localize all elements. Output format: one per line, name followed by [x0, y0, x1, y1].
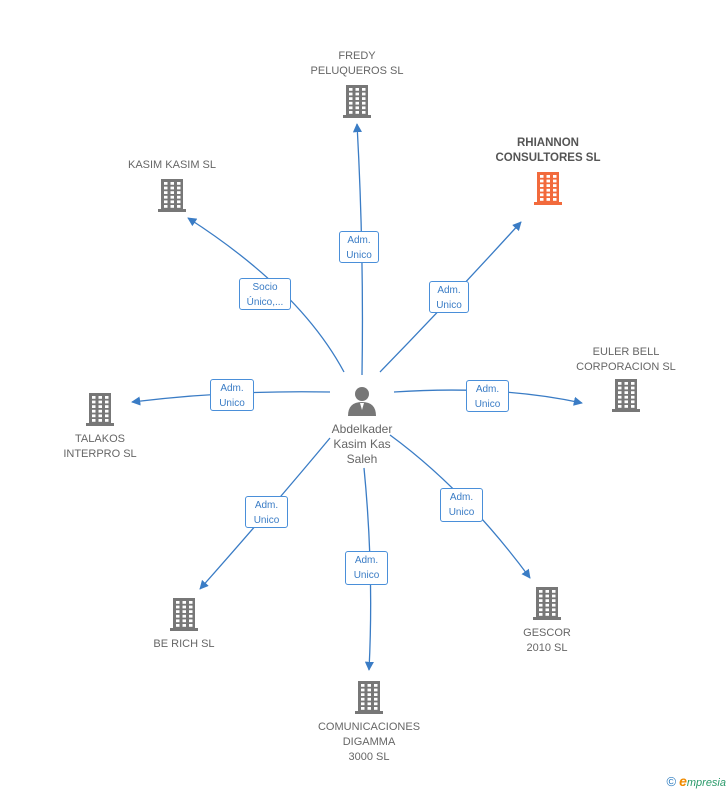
building-icon-highlighted [533, 171, 563, 210]
company-node-gescor[interactable]: GESCOR 2010 SL [487, 586, 607, 656]
person-icon [348, 387, 376, 416]
company-node-berich[interactable]: BE RICH SL [124, 597, 244, 652]
company-name-euler: EULER BELL CORPORACION SL [576, 346, 676, 373]
building-icon [169, 597, 199, 636]
company-name-comunicaciones: COMUNICACIONES DIGAMMA 3000 SL [317, 721, 421, 763]
relation-label-euler[interactable]: Adm. Unico [466, 380, 509, 412]
center-person[interactable]: Abdelkader Kasim Kas Saleh [316, 384, 408, 467]
relation-label-berich[interactable]: Adm. Unico [245, 496, 288, 528]
company-name-berich: BE RICH SL [153, 638, 215, 650]
building-icon [157, 178, 187, 217]
relation-label-fredy[interactable]: Adm. Unico [339, 231, 379, 263]
company-node-euler[interactable]: EULER BELL CORPORACION SL [566, 345, 686, 417]
empresia-logo-e: e [679, 773, 687, 789]
company-name-fredy: FREDY PELUQUEROS SL [310, 50, 404, 77]
company-name-rhiannon: RHIANNON CONSULTORES SL [495, 137, 601, 164]
building-icon [85, 392, 115, 431]
relation-label-comunicaciones[interactable]: Adm. Unico [345, 551, 388, 585]
company-name-kasim: KASIM KASIM SL [127, 159, 217, 171]
building-icon [532, 586, 562, 625]
relation-label-talakos[interactable]: Adm. Unico [210, 379, 254, 411]
empresia-logo-text: mpresia [686, 777, 726, 789]
company-node-kasim[interactable]: KASIM KASIM SL [112, 158, 232, 217]
relation-label-gescor[interactable]: Adm. Unico [440, 488, 483, 522]
company-name-talakos: TALAKOS INTERPRO SL [63, 433, 137, 460]
building-icon [342, 84, 372, 123]
company-node-fredy[interactable]: FREDY PELUQUEROS SL [297, 49, 417, 123]
center-person-name: Abdelkader Kasim Kas Saleh [331, 422, 393, 466]
company-node-comunicaciones[interactable]: COMUNICACIONES DIGAMMA 3000 SL [309, 680, 429, 765]
copyright-icon: © [666, 774, 677, 789]
company-node-rhiannon[interactable]: RHIANNON CONSULTORES SL [478, 136, 618, 210]
building-icon [354, 680, 384, 719]
relation-label-kasim[interactable]: Socio Único,... [239, 278, 291, 310]
company-node-talakos[interactable]: TALAKOS INTERPRO SL [40, 392, 160, 462]
company-name-gescor: GESCOR 2010 SL [523, 627, 571, 654]
relation-label-rhiannon[interactable]: Adm. Unico [429, 281, 469, 313]
building-icon [611, 378, 641, 417]
brand-footer: ©empresia [666, 773, 726, 789]
